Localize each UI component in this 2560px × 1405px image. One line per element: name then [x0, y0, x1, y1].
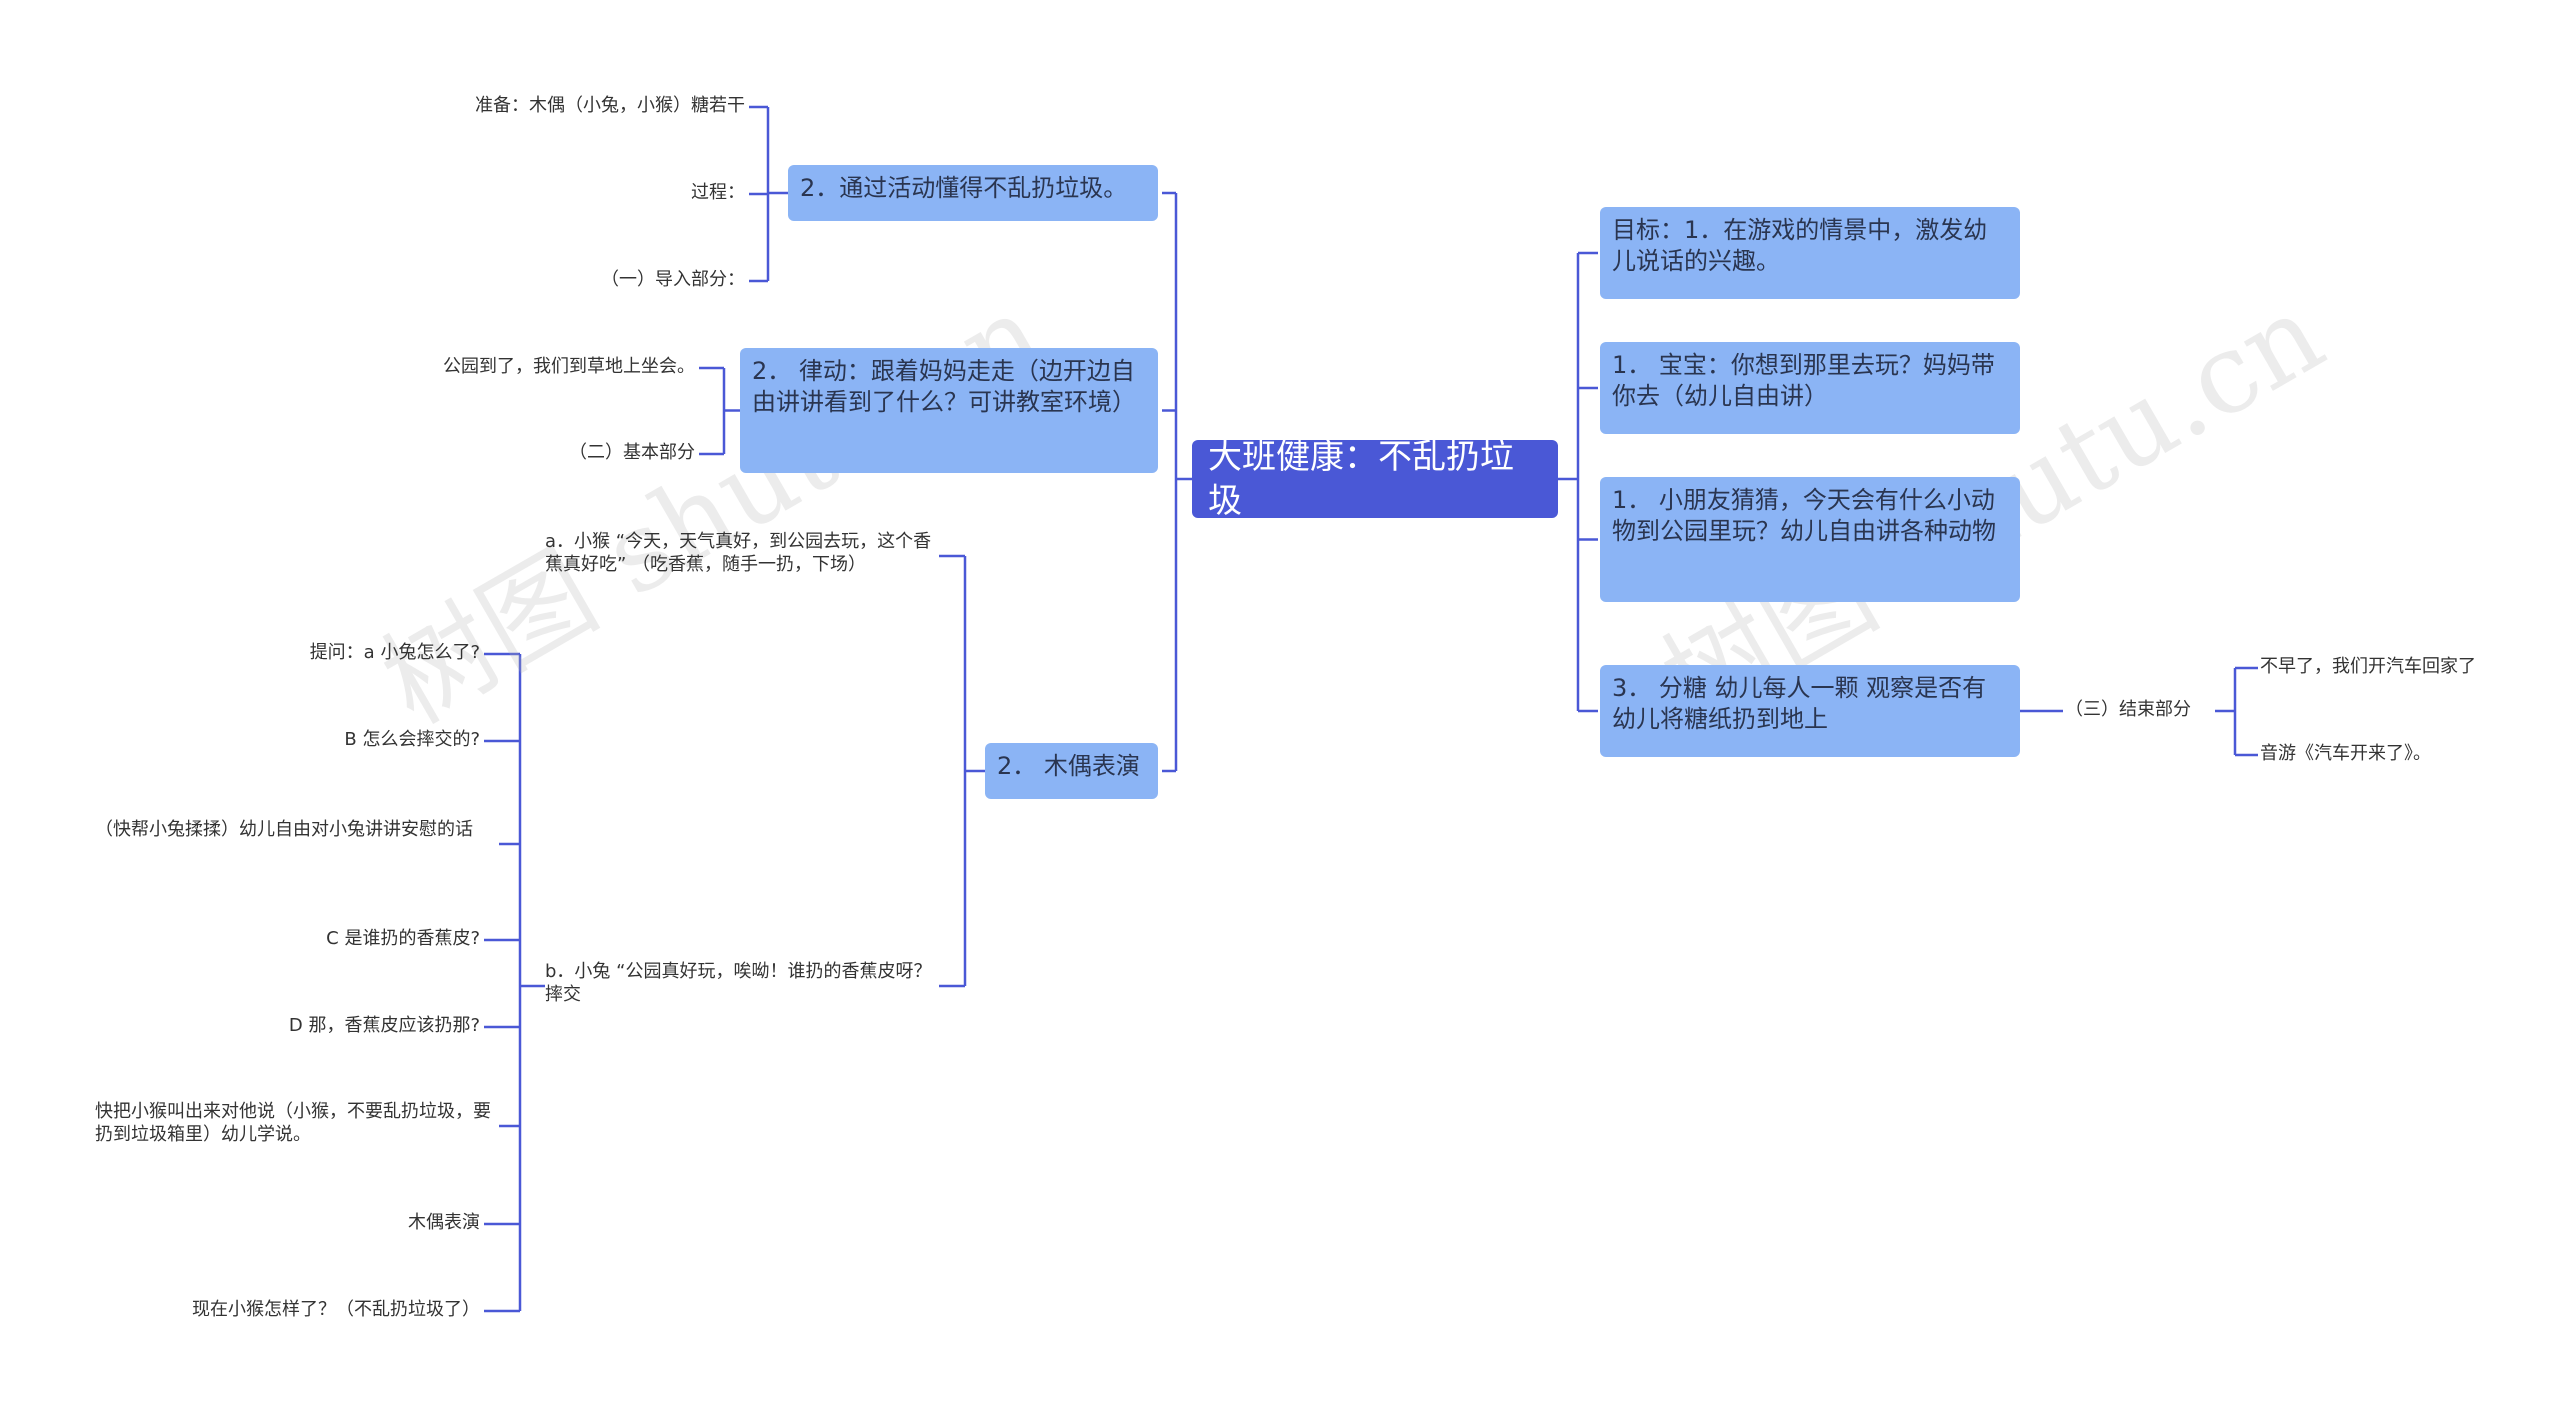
leaf-question[interactable]: B 怎么会摔交的? — [344, 729, 480, 750]
leaf-rhythm-item[interactable]: 公园到了，我们到草地上坐会。 — [443, 356, 695, 377]
leaf-activity-item[interactable]: （一）导入部分： — [601, 269, 745, 290]
leaf-scene-b[interactable]: b．小兔 “公园真好玩，唉呦！谁扔的香蕉皮呀？摔交 — [545, 961, 932, 1006]
topic-baobao[interactable]: 1． 宝宝：你想到那里去玩？妈妈带你去（幼儿自由讲） — [1600, 342, 2020, 434]
leaf-question[interactable]: （快帮小兔揉揉）幼儿自由对小兔讲讲安慰的话 — [95, 819, 473, 840]
topic-guess[interactable]: 1． 小朋友猜猜，今天会有什么小动物到公园里玩？幼儿自由讲各种动物 — [1600, 477, 2020, 602]
topic-activity[interactable]: 2．通过活动懂得不乱扔垃圾。 — [788, 165, 1158, 221]
leaf-question[interactable]: 木偶表演 — [408, 1212, 480, 1233]
topic-candy[interactable]: 3． 分糖 幼儿每人一颗 观察是否有幼儿将糖纸扔到地上 — [1600, 665, 2020, 757]
leaf-question[interactable]: D 那，香蕉皮应该扔那? — [288, 1015, 480, 1036]
leaf-activity-item[interactable]: 过程： — [691, 182, 745, 203]
leaf-question[interactable]: 现在小猴怎样了？（不乱扔垃圾了） — [192, 1299, 480, 1320]
topic-goal[interactable]: 目标：1．在游戏的情景中，激发幼儿说话的兴趣。 — [1600, 207, 2020, 299]
topic-ending[interactable]: （三）结束部分 — [2065, 699, 2191, 720]
leaf-scene-a[interactable]: a．小猴 “今天，天气真好，到公园去玩，这个香蕉真好吃” （吃香蕉，随手一扔，下… — [545, 531, 932, 576]
leaf-question[interactable]: C 是谁扔的香蕉皮? — [326, 928, 480, 949]
topic-puppet-show[interactable]: 2． 木偶表演 — [985, 743, 1158, 799]
leaf-question[interactable]: 提问：a 小兔怎么了? — [309, 642, 480, 663]
leaf-ending-item[interactable]: 音游《汽车开来了》。 — [2260, 743, 2431, 764]
leaf-rhythm-item[interactable]: （二）基本部分 — [569, 442, 695, 463]
leaf-question[interactable]: 快把小猴叫出来对他说（小猴，不要乱扔垃圾，要扔到垃圾箱里）幼儿学说。 — [95, 1101, 491, 1146]
topic-rhythm[interactable]: 2． 律动：跟着妈妈走走（边开边自由讲讲看到了什么？可讲教室环境） — [740, 348, 1158, 473]
root-topic[interactable]: 大班健康：不乱扔垃圾 — [1192, 437, 1558, 521]
leaf-activity-item[interactable]: 准备：木偶（小兔，小猴）糖若干 — [475, 95, 745, 116]
leaf-ending-item[interactable]: 不早了，我们开汽车回家了 — [2260, 656, 2476, 677]
